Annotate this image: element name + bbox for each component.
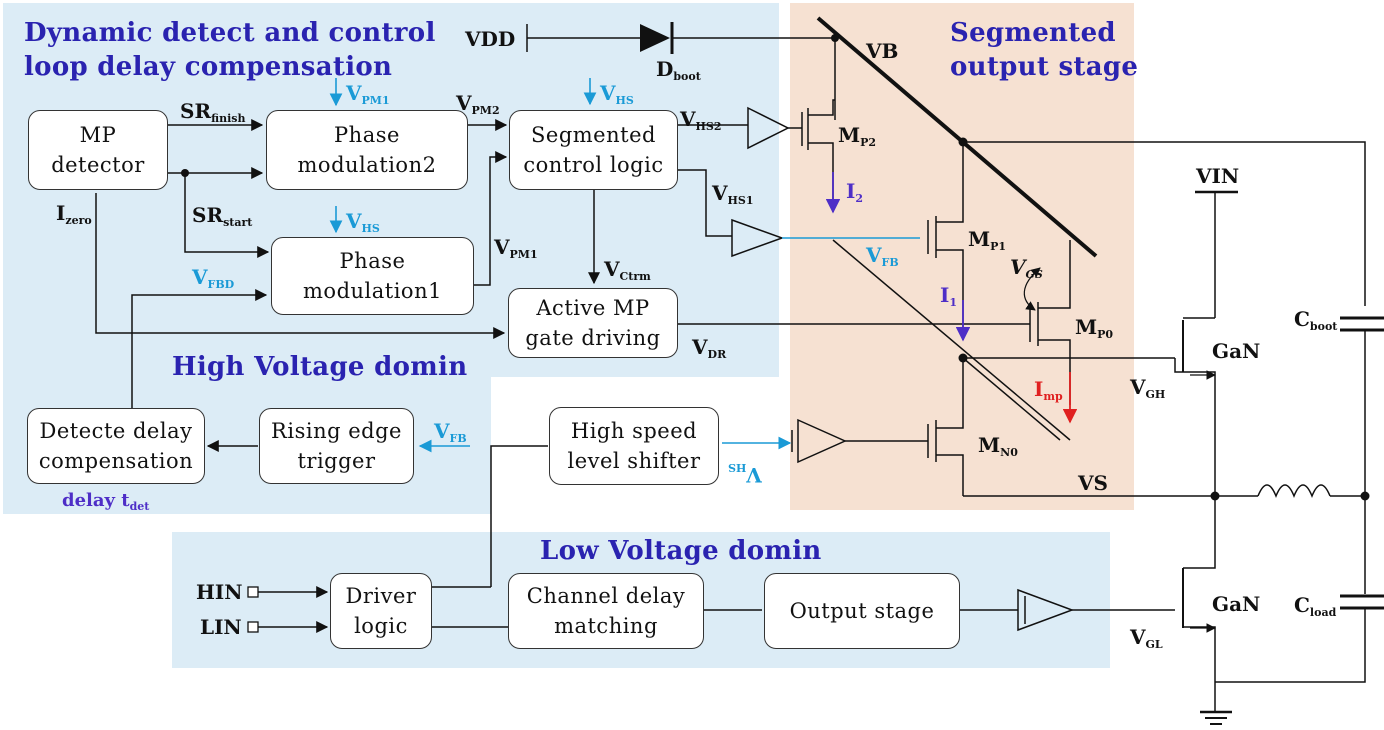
vgl-label: VGL — [1130, 625, 1163, 651]
vhs-mirror-label: VHS — [728, 461, 762, 487]
dboot-label: Dboot — [656, 57, 701, 83]
vhs1-label: VHS1 — [712, 181, 754, 207]
high-speed-level-shifter-block: High speed level shifter — [549, 407, 719, 485]
vgs-label: VGS — [1010, 255, 1043, 281]
segmented-region — [790, 3, 1134, 510]
vfbd-label: VFBD — [192, 265, 235, 291]
vpm1-top-label: VPM1 — [346, 81, 390, 107]
vpm1-label: VPM1 — [494, 235, 538, 261]
vin-label: VIN — [1196, 164, 1240, 188]
mp1-label: MP1 — [968, 227, 1007, 253]
lv-domain-label: Low Voltage domin — [540, 536, 822, 566]
output-stage-block: Output stage — [764, 573, 960, 649]
rising-edge-trigger-block: Rising edge trigger — [259, 408, 414, 484]
vhs2-label: VHS2 — [680, 107, 722, 133]
phase-modulation1-block: Phase modulation1 — [271, 237, 474, 315]
mp0-label: MP0 — [1075, 315, 1114, 341]
vfb-left-label: VFB — [434, 419, 467, 445]
vfb-right-label: VFB — [866, 243, 899, 269]
sr-finish-label: SRfinish — [180, 99, 246, 125]
active-mp-gate-driving-block: Active MP gate driving — [508, 288, 678, 358]
i2-label: I2 — [846, 179, 864, 205]
hin-label: HIN — [196, 580, 243, 604]
vb-label: VB — [866, 39, 899, 63]
vhs-mid-label: VHS — [346, 209, 380, 235]
mn0-label: MN0 — [978, 433, 1018, 459]
delay-tdet-label: delay tdet — [62, 490, 150, 513]
lin-label: LIN — [200, 615, 242, 639]
hv-title: Dynamic detect and control loop delay co… — [24, 18, 436, 82]
detect-delay-compensation-block: Detecte delay compensation — [27, 408, 205, 484]
vctrm-label: VCtrm — [604, 257, 651, 283]
imp-label: Imp — [1034, 377, 1063, 403]
i1-label: I1 — [940, 283, 958, 309]
segmented-control-logic-block: Segmented control logic — [509, 110, 678, 190]
hv-domain-label: High Voltage domin — [172, 352, 468, 382]
mp2-label: MP2 — [838, 123, 877, 149]
segmented-title: Segmented output stage — [950, 18, 1139, 82]
sr-start-label: SRstart — [192, 203, 253, 229]
driver-logic-block: Driver logic — [330, 573, 432, 649]
phase-modulation2-block: Phase modulation2 — [266, 110, 468, 190]
cload-label: Cload — [1294, 593, 1337, 619]
vpm2-label: VPM2 — [456, 91, 500, 117]
vhs-top-label: VHS — [600, 81, 634, 107]
channel-delay-matching-block: Channel delay matching — [508, 573, 704, 649]
vs-label: VS — [1078, 471, 1108, 495]
vgh-label: VGH — [1130, 375, 1166, 401]
gan-bottom-label: GaN — [1212, 592, 1261, 616]
gan-top-label: GaN — [1212, 339, 1261, 363]
vdd-label: VDD — [465, 27, 516, 51]
izero-label: Izero — [56, 201, 92, 227]
vdr-label: VDR — [692, 335, 727, 361]
mp-detector-block: MP detector — [28, 110, 168, 190]
cboot-label: Cboot — [1294, 307, 1338, 333]
